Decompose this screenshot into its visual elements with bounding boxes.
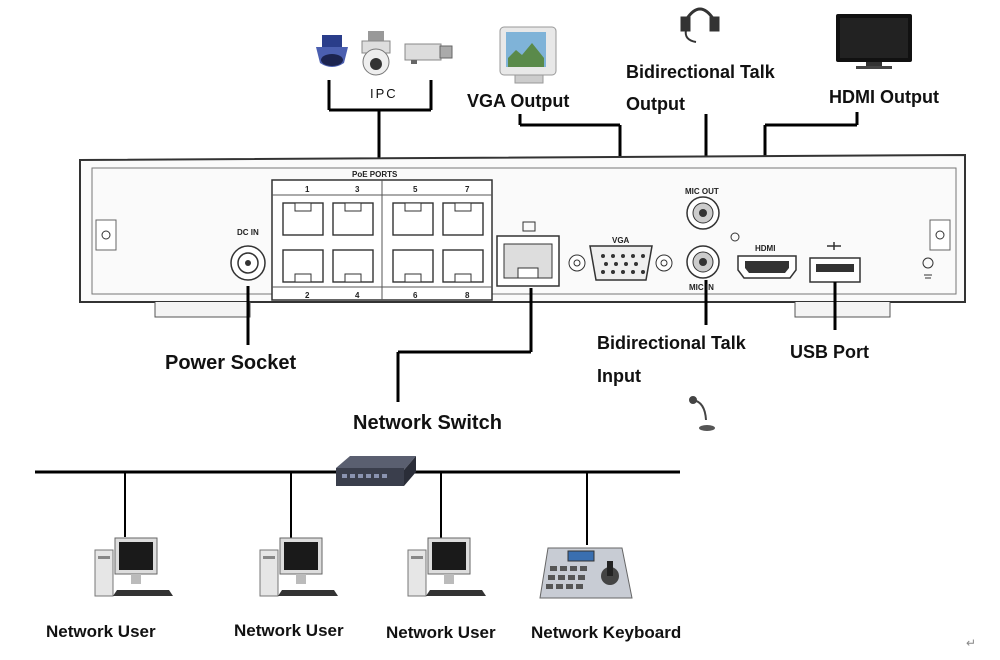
rj45-port	[332, 202, 374, 236]
box-camera-icon	[404, 43, 453, 64]
rj45-port	[332, 249, 374, 283]
network-keyboard-icon	[539, 547, 633, 599]
lan-port	[496, 221, 560, 287]
rj45-port	[282, 202, 324, 236]
bidirectional-talk-input-label-line2: Input	[597, 366, 641, 386]
pc-icon	[94, 537, 173, 597]
pc-icon	[407, 537, 486, 597]
port-number-bottom-1: 2	[305, 291, 310, 300]
paragraph-mark: ↵	[966, 636, 977, 650]
ipc-label: IPC	[370, 86, 398, 101]
mic-out-jack	[686, 196, 720, 230]
power-socket-label: Power Socket	[165, 352, 297, 374]
headset-icon	[680, 7, 720, 43]
dc-in-label: DC IN	[237, 228, 259, 237]
network-user-computers	[94, 537, 486, 597]
rj45-port	[392, 249, 434, 283]
network-keyboard-label: Network Keyboard	[531, 623, 682, 642]
poe-ports-title: PoE PORTS	[352, 170, 398, 179]
dome-camera-icon	[316, 35, 348, 67]
port-number-top-4: 7	[465, 185, 470, 194]
hdmi-port	[737, 255, 797, 279]
rj45-port	[392, 202, 434, 236]
port-number-top-1: 1	[305, 185, 310, 194]
port-number-bottom-2: 4	[355, 291, 360, 300]
vga-port	[589, 245, 653, 281]
microphone-icon	[689, 396, 715, 431]
network-drop-lines	[124, 472, 588, 545]
port-number-bottom-3: 6	[413, 291, 418, 300]
network-user-label-3: Network User	[386, 623, 496, 642]
vga-screw-right	[655, 254, 673, 272]
rj45-port	[442, 202, 484, 236]
crt-monitor-icon	[499, 26, 557, 84]
network-connector-line	[396, 288, 533, 402]
indicator-light	[730, 232, 740, 242]
hdmi-port-label: HDMI	[755, 244, 776, 253]
ground-icon	[922, 257, 934, 279]
port-number-top-2: 3	[355, 185, 360, 194]
port-number-top-3: 5	[413, 185, 418, 194]
ptz-camera-icon	[361, 31, 391, 76]
power-socket	[230, 245, 266, 281]
mic-in-jack	[686, 245, 720, 279]
port-number-bottom-4: 8	[465, 291, 470, 300]
vga-screw-left	[568, 254, 586, 272]
bidirectional-talk-output-label-line2: Output	[626, 94, 685, 114]
network-switch-label: Network Switch	[353, 412, 502, 434]
bidirectional-talk-input-label-line1: Bidirectional Talk	[597, 333, 746, 353]
mic-in-label: MIC IN	[689, 283, 714, 292]
rj45-port	[442, 249, 484, 283]
network-user-label-2: Network User	[234, 621, 344, 640]
pc-icon	[259, 537, 338, 597]
network-user-label-1: Network User	[46, 622, 156, 641]
usb-port-label: USB Port	[790, 342, 870, 362]
hdmi-output-label: HDMI Output	[829, 87, 939, 107]
tv-icon	[836, 14, 912, 69]
mic-out-label: MIC OUT	[685, 187, 719, 196]
vga-port-label: VGA	[612, 236, 630, 245]
poe-ports	[282, 202, 484, 283]
network-switch-icon	[336, 456, 416, 486]
bidirectional-talk-output-label-line1: Bidirectional Talk	[626, 62, 775, 82]
rj45-port	[282, 249, 324, 283]
vga-output-label: VGA Output	[467, 91, 570, 111]
